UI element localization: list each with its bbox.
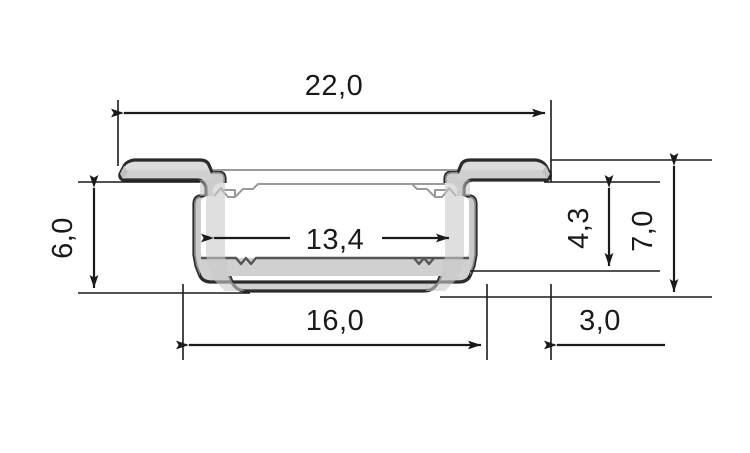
left-leg-shading [198, 172, 245, 291]
floor-serration-notches [201, 256, 469, 266]
cavity-floor [201, 258, 469, 276]
right-flange-highlight [461, 162, 548, 170]
dimension-flange-width: 3,0 [544, 305, 665, 350]
dim-label-134: 13,4 [306, 224, 364, 256]
left-flange-highlight [124, 162, 209, 170]
floor-serration-notches-right [413, 256, 435, 266]
left-flange-tip [120, 166, 128, 179]
left-wall-shading [194, 181, 206, 276]
dimension-inner-cavity-height: 4,3 [563, 175, 614, 266]
dim-label-3: 3,0 [579, 305, 621, 337]
dim-label-6: 6,0 [47, 217, 79, 259]
right-wall-shading [464, 181, 476, 276]
left-clip-hook [221, 189, 236, 198]
dimension-inner-cavity-width: 13,4 [201, 224, 449, 256]
dim-label-22: 22,0 [305, 70, 363, 102]
dim-label-43: 4,3 [563, 207, 595, 249]
right-clip-hook [434, 189, 449, 198]
inner-cavity [201, 183, 469, 276]
dimension-recess-depth: 6,0 [47, 175, 99, 288]
dimension-body-width: 16,0 [176, 305, 481, 350]
right-flange-tip [542, 166, 550, 179]
dimension-overall-width: 22,0 [111, 70, 545, 118]
extension-lines [78, 100, 712, 360]
dimension-overall-height: 7,0 [627, 153, 679, 292]
dim-label-7: 7,0 [627, 210, 659, 252]
right-leg-shading [425, 172, 472, 291]
aluminium-profile-body [118, 158, 552, 293]
dim-label-16: 16,0 [306, 305, 364, 337]
